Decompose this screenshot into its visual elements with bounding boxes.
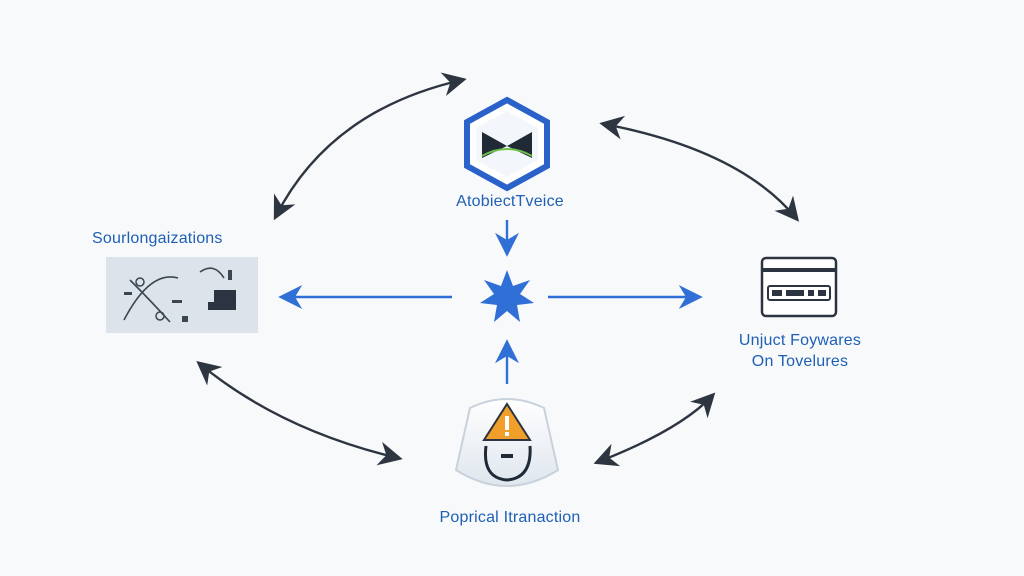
curve-arrow-bottom-left [196,360,403,466]
label-left-node: Sourlongaizations [92,230,223,247]
curve-arrow-top-left [273,72,467,221]
tools-panel-icon [106,257,258,333]
label-top-node: AtobiectTveice [456,193,564,210]
warning-shield-icon [454,398,560,487]
label-right-line2: On Tovelures [751,353,849,370]
starburst-icon [480,270,534,322]
label-bottom-node: Poprical Itranaction [439,509,581,526]
label-right-node: Unjuct Foywares On Tovelures [720,330,880,372]
curve-arrow-top-right [599,115,800,222]
label-right-line1: Unjuct Foywares [738,332,862,349]
device-rack-icon [760,256,838,318]
hexagon-bowtie-icon [464,96,550,192]
curve-arrow-bottom-right [593,392,716,467]
